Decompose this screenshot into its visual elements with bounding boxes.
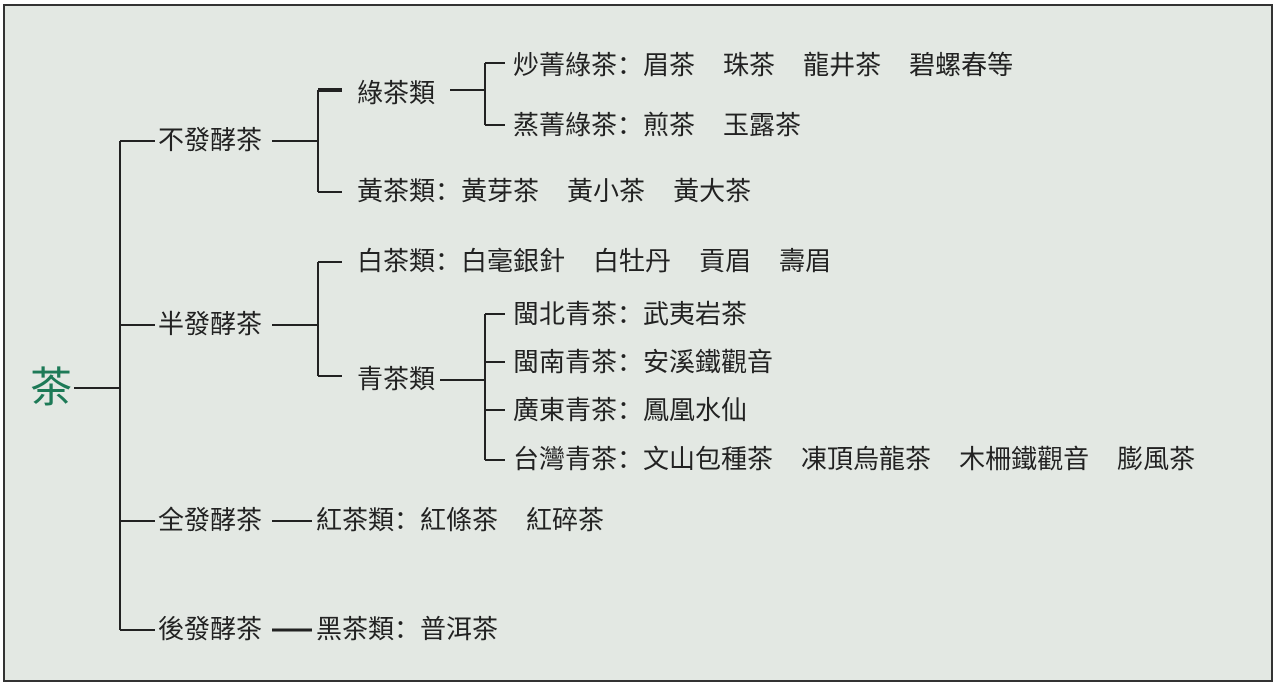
example: 珠茶 <box>723 51 776 81</box>
item-label: 閩南青茶 <box>513 348 618 378</box>
subgroup-black-tea: 紅茶類：紅條茶紅碎茶 <box>316 506 605 536</box>
item-steamed-green: 蒸菁綠茶：煎茶玉露茶 <box>513 111 802 141</box>
example: 文山包種茶 <box>643 445 774 475</box>
root-node: 茶 <box>30 363 73 412</box>
category-semi-fermented: 半發酵茶 <box>158 310 263 340</box>
item-label: 廣東青茶 <box>513 396 618 426</box>
diagram-frame <box>3 4 1273 682</box>
example: 眉茶 <box>643 51 696 81</box>
subgroup-label: 白茶類 <box>357 247 436 277</box>
subgroup-dark-tea: 黑茶類：普洱茶 <box>316 615 499 645</box>
category-unfermented: 不發酵茶 <box>158 126 263 156</box>
example: 紅碎茶 <box>526 506 605 536</box>
item-label: 蒸菁綠茶 <box>513 111 618 141</box>
example: 黃芽茶 <box>461 177 540 207</box>
example: 黃小茶 <box>567 177 646 207</box>
subgroup-green-tea: 綠茶類 <box>357 79 436 109</box>
example: 白牡丹 <box>593 247 672 277</box>
item-label: 台灣青茶 <box>513 445 618 475</box>
example: 煎茶 <box>643 111 696 141</box>
category-fully-fermented: 全發酵茶 <box>158 506 263 536</box>
item-minbei-oolong: 閩北青茶：武夷岩茶 <box>513 300 748 330</box>
example: 安溪鐵觀音 <box>643 348 774 378</box>
example: 黃大茶 <box>673 177 752 207</box>
example: 凍頂烏龍茶 <box>801 445 932 475</box>
subgroup-oolong: 青茶類 <box>357 365 436 395</box>
item-guangdong-oolong: 廣東青茶：鳳凰水仙 <box>513 396 748 426</box>
example: 普洱茶 <box>420 615 499 645</box>
subgroup-label: 紅茶類 <box>316 506 395 536</box>
example: 鳳凰水仙 <box>643 396 748 426</box>
example: 碧螺春等 <box>909 51 1014 81</box>
subgroup-white-tea: 白茶類：白毫銀針白牡丹貢眉壽眉 <box>357 247 832 277</box>
subgroup-yellow-tea: 黃茶類：黃芽茶黃小茶黃大茶 <box>357 177 752 207</box>
item-label: 閩北青茶 <box>513 300 618 330</box>
example: 白毫銀針 <box>461 247 566 277</box>
example: 木柵鐵觀音 <box>959 445 1090 475</box>
item-label: 炒菁綠茶 <box>513 51 618 81</box>
example: 貢眉 <box>699 247 752 277</box>
subgroup-label: 黑茶類 <box>316 615 395 645</box>
item-stir-fried-green: 炒菁綠茶：眉茶珠茶龍井茶碧螺春等 <box>513 51 1014 81</box>
example: 玉露茶 <box>723 111 802 141</box>
subgroup-label: 黃茶類 <box>357 177 436 207</box>
example: 壽眉 <box>779 247 832 277</box>
example: 龍井茶 <box>803 51 882 81</box>
item-taiwan-oolong: 台灣青茶：文山包種茶凍頂烏龍茶木柵鐵觀音膨風茶 <box>513 445 1196 475</box>
category-post-fermented: 後發酵茶 <box>158 615 263 645</box>
example: 膨風茶 <box>1117 445 1196 475</box>
example: 武夷岩茶 <box>643 300 748 330</box>
example: 紅條茶 <box>420 506 499 536</box>
item-minnan-oolong: 閩南青茶：安溪鐵觀音 <box>513 348 774 378</box>
